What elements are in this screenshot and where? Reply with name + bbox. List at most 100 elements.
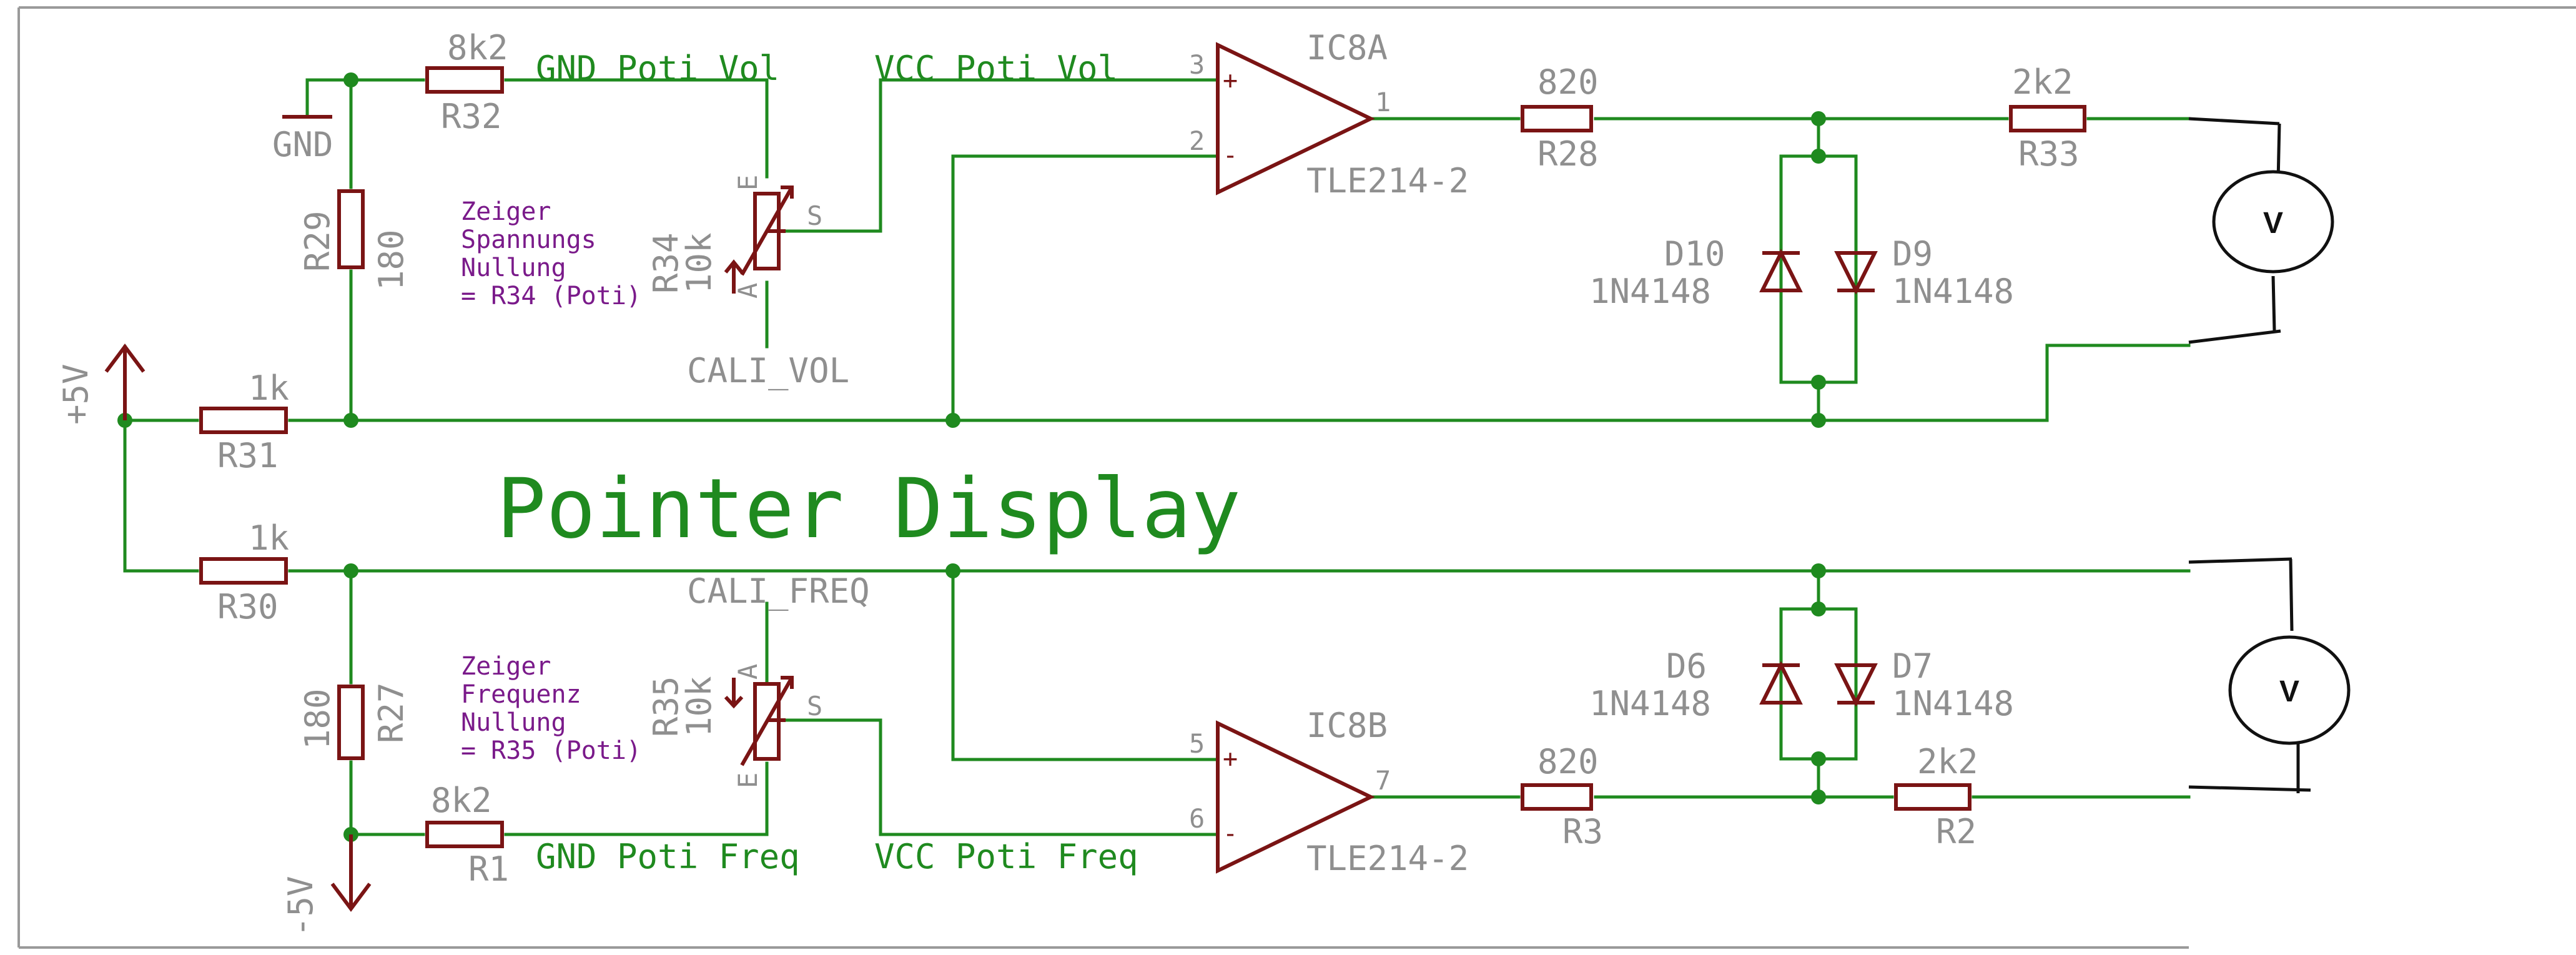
sheet-frame (17, 6, 2576, 949)
r1-name: R1 (468, 849, 509, 889)
r32-name: R32 (441, 97, 502, 136)
voltmeter-top-circle (2212, 170, 2334, 274)
note-bottom-line-3: Nullung (461, 708, 566, 737)
r35-pin-e: E (733, 773, 763, 788)
r34-name: R34 (646, 232, 686, 294)
opamp-ic8b: + - 5 6 7 IC8B TLE214-2 (1189, 706, 1469, 878)
ic8a-plus-sign: + (1223, 66, 1238, 95)
r29-value: 180 (372, 229, 411, 290)
d10-name: D10 (1664, 234, 1725, 274)
note-top-line-1: Zeiger (461, 197, 551, 226)
ic8a-pin-1: 1 (1375, 87, 1391, 117)
r35-value: 10k (679, 676, 719, 737)
net-vcc-poti-freq: VCC Poti Freq (874, 837, 1138, 876)
vcc-plus-5v-label: +5V (56, 364, 96, 425)
d9-type: 1N4148 (1892, 272, 2014, 311)
resistor-r33: 2k2 R33 (2009, 62, 2086, 174)
opamp-ic8a: + - 3 2 1 IC8A TLE214-2 (1189, 28, 1469, 200)
diode-d9: D9 1N4148 (1834, 234, 2014, 311)
d7-name: D7 (1892, 646, 1933, 686)
note-bottom: Zeiger Frequenz Nullung = R35 (Poti) (461, 652, 641, 765)
r30-name: R30 (217, 587, 279, 626)
vcc-plus-5v-symbol: +5V (56, 344, 146, 425)
resistor-r32: 8k2 R32 (425, 28, 508, 136)
ic8b-plus-sign: + (1223, 745, 1238, 773)
potentiometer-r35: A E S R35 10k (646, 664, 822, 788)
net-gnd-poti-vol: GND Poti Vol (536, 49, 779, 88)
ic8b-pin-5: 5 (1189, 728, 1205, 759)
r3-name: R3 (1562, 812, 1603, 851)
r29-name: R29 (298, 210, 337, 272)
net-labels: GND Poti Vol VCC Poti Vol GND Poti Freq … (536, 49, 1138, 876)
r34-value: 10k (679, 232, 719, 294)
r2-value: 2k2 (1917, 742, 1978, 781)
ic8a-pin-2: 2 (1189, 126, 1205, 156)
resistor-r27: 180 R27 (298, 682, 411, 760)
r30-value: 1k (249, 518, 289, 558)
r35-name: R35 (646, 676, 686, 737)
d9-name: D9 (1892, 234, 1933, 274)
r34-pin-e: E (733, 175, 763, 191)
r3-value: 820 (1537, 742, 1599, 781)
d7-type: 1N4148 (1892, 684, 2014, 723)
gnd-label: GND (272, 125, 333, 164)
r28-value: 820 (1537, 62, 1599, 102)
resistor-r29: R29 180 (298, 189, 411, 290)
r27-value: 180 (298, 688, 337, 750)
r32-value: 8k2 (447, 28, 508, 67)
note-bottom-line-4: = R35 (Poti) (461, 736, 641, 765)
r28-name: R28 (1537, 134, 1599, 174)
diode-d7: D7 1N4148 (1834, 646, 2014, 723)
note-top-line-2: Spannungs (461, 225, 596, 254)
d6-type: 1N4148 (1589, 684, 1711, 723)
r2-name: R2 (1936, 812, 1976, 851)
wires-top (123, 78, 2191, 422)
resistor-r3: 820 R3 (1521, 742, 1603, 851)
resistor-r31: 1k R31 (199, 369, 289, 475)
ic8b-pin-7: 7 (1375, 765, 1391, 796)
ic8b-pin-6: 6 (1189, 803, 1205, 834)
d6-name: D6 (1666, 646, 1707, 686)
net-cali-freq: CALI_FREQ (687, 572, 870, 611)
resistor-r1: 8k2 R1 (425, 781, 509, 889)
vcc-minus-5v-symbol: -5V (281, 834, 372, 937)
note-top-line-3: Nullung (461, 254, 566, 282)
gnd-symbol: GND (272, 115, 333, 164)
diode-d6: D6 1N4148 (1589, 646, 1803, 723)
r35-pin-a: A (733, 664, 763, 680)
r33-value: 2k2 (2012, 62, 2073, 102)
note-top-line-4: = R34 (Poti) (461, 282, 641, 310)
potentiometer-r34: E A S R34 10k (646, 175, 822, 299)
diode-d10: D10 1N4148 (1589, 234, 1803, 311)
r31-value: 1k (249, 369, 289, 408)
ic8b-type: TLE214-2 (1306, 839, 1469, 878)
ic8a-pin-3: 3 (1189, 49, 1205, 80)
junctions (117, 72, 1826, 842)
ic8a-name: IC8A (1306, 28, 1388, 67)
r33-name: R33 (2018, 134, 2080, 174)
ic8b-name: IC8B (1306, 706, 1388, 745)
voltmeter-top: V (2188, 117, 2334, 344)
ic8a-type: TLE214-2 (1306, 161, 1469, 200)
resistor-r28: 820 R28 (1521, 62, 1599, 174)
net-vcc-poti-vol: VCC Poti Vol (874, 49, 1118, 88)
vcc-minus-5v-label: -5V (281, 876, 320, 937)
voltmeter-bottom: V (2188, 557, 2351, 793)
voltmeter-bottom-circle (2228, 635, 2351, 745)
diagram-title: Pointer Display (496, 461, 1241, 557)
note-bottom-line-1: Zeiger (461, 652, 551, 681)
ic8b-minus-sign: - (1223, 819, 1238, 848)
r35-pin-s: S (807, 691, 822, 721)
r27-name: R27 (372, 682, 411, 743)
note-top: Zeiger Spannungs Nullung = R34 (Poti) (461, 197, 641, 310)
note-bottom-line-2: Frequenz (461, 680, 581, 709)
resistor-r30: 1k R30 (199, 518, 289, 626)
ic8a-minus-sign: - (1223, 141, 1238, 170)
r34-pin-s: S (807, 200, 822, 231)
d10-type: 1N4148 (1589, 272, 1711, 311)
voltmeter-top-label: V (2263, 207, 2283, 240)
net-cali-vol: CALI_VOL (687, 351, 849, 390)
r1-value: 8k2 (431, 781, 492, 820)
r31-name: R31 (217, 436, 279, 475)
